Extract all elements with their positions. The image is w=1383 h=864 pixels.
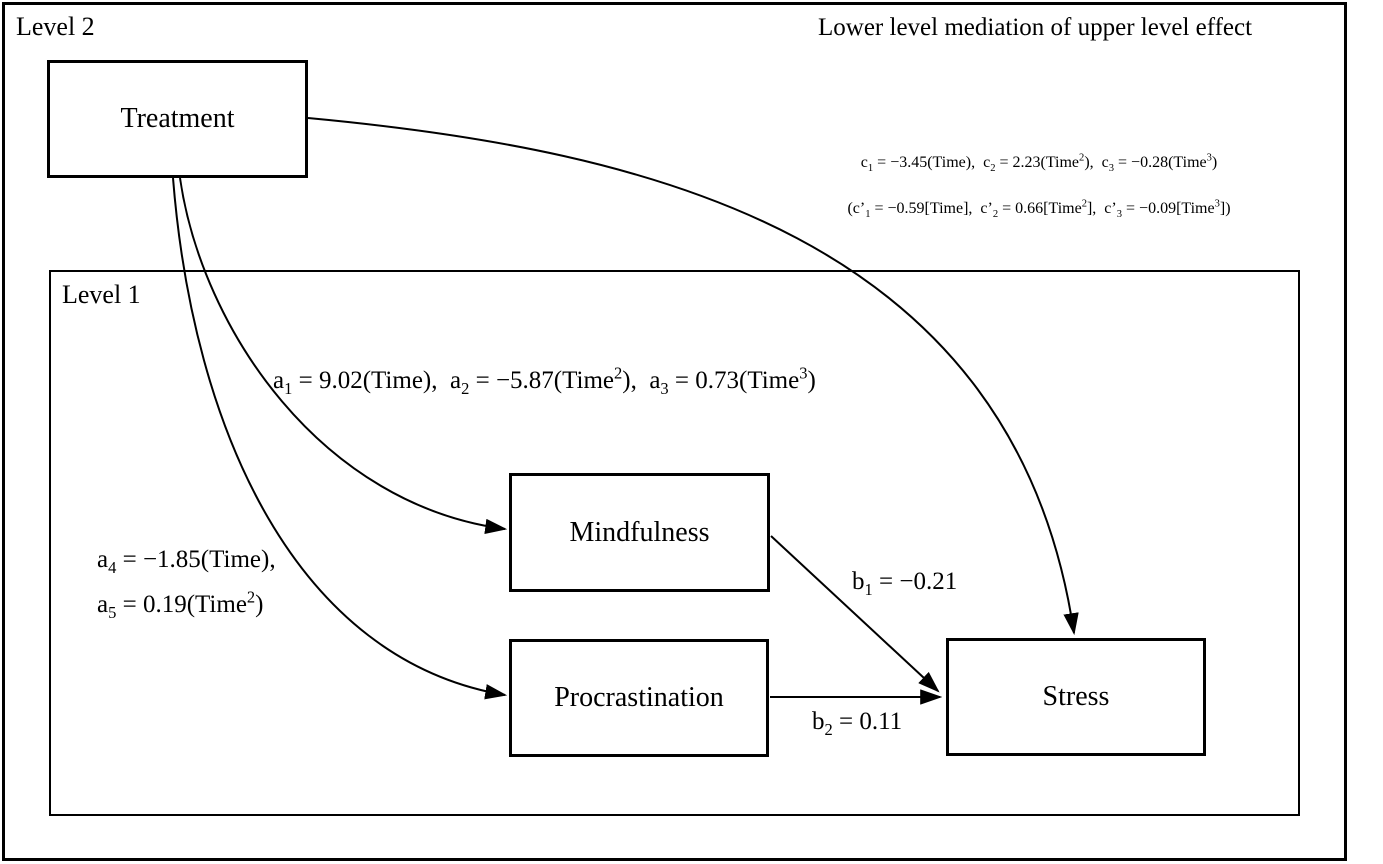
b-mindfulness-equation: b1 = −0.21 xyxy=(852,568,958,599)
a-procrastination-equation-line2: a5 = 0.19(Time2) xyxy=(97,587,264,622)
mindfulness-label: Mindfulness xyxy=(569,516,710,548)
stress-box: Stress xyxy=(946,638,1206,756)
c-total-effect-equation: c1 = −3.45(Time), c2 = 2.23(Time2), c3 =… xyxy=(860,152,1218,175)
c-direct-effect-equation: (c’1 = −0.59[Time], c’2 = 0.66[Time2], c… xyxy=(847,198,1231,221)
level1-label: Level 1 xyxy=(62,280,141,309)
procrastination-label: Procrastination xyxy=(554,682,724,713)
diagram-title: Lower level mediation of upper level eff… xyxy=(818,14,1253,41)
mindfulness-box: Mindfulness xyxy=(509,473,770,592)
treatment-label: Treatment xyxy=(120,103,235,134)
a-mindfulness-equation: a1 = 9.02(Time), a2 = −5.87(Time2), a3 =… xyxy=(273,363,816,398)
a-procrastination-equation-line1: a4 = −1.85(Time), xyxy=(97,546,276,577)
level2-frame xyxy=(2,2,1347,861)
procrastination-box: Procrastination xyxy=(509,639,769,757)
b-procrastination-equation: b2 = 0.11 xyxy=(812,708,903,739)
c-path-equations: c1 = −3.45(Time), c2 = 2.23(Time2), c3 =… xyxy=(742,140,1336,232)
stress-label: Stress xyxy=(1042,681,1110,712)
level2-label: Level 2 xyxy=(16,12,95,41)
treatment-box: Treatment xyxy=(47,60,308,178)
